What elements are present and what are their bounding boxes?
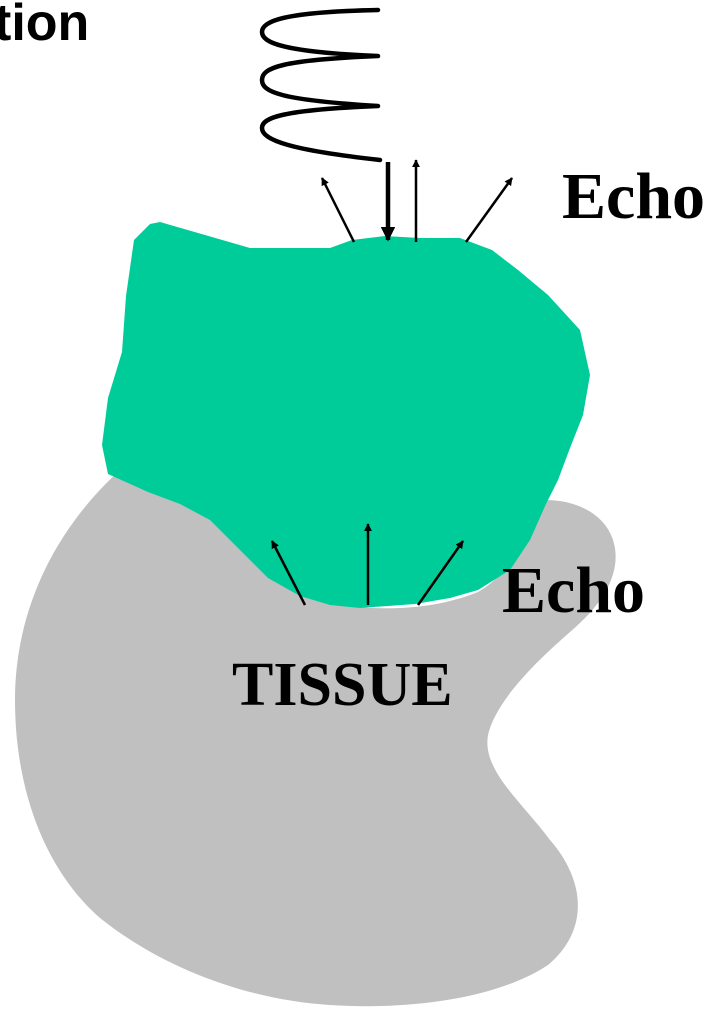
echo-arrow-top-left-icon bbox=[322, 178, 354, 242]
echo-arrow-top-right-icon bbox=[466, 178, 512, 242]
ultrasound-wave-icon bbox=[262, 10, 380, 160]
slide-title-fragment: tion bbox=[0, 0, 89, 52]
tissue-label: TISSUE bbox=[232, 651, 453, 719]
echo-label-top: Echo bbox=[562, 160, 705, 233]
echo-label-bottom: Echo bbox=[502, 554, 645, 627]
